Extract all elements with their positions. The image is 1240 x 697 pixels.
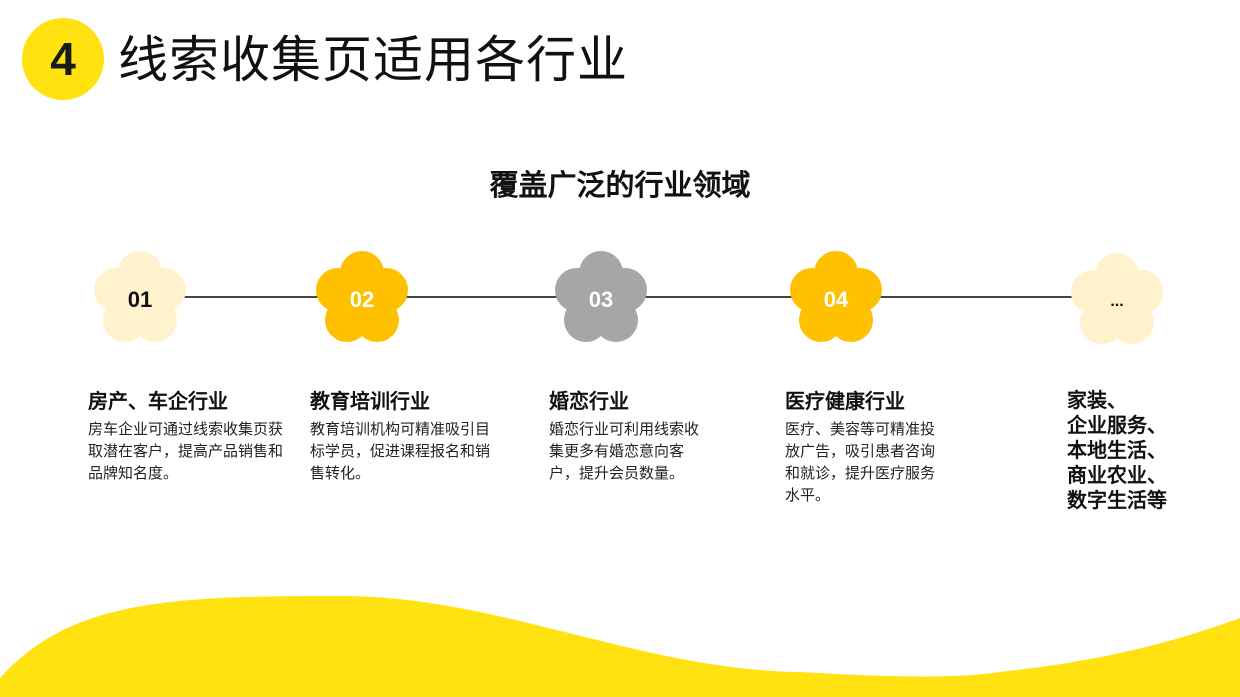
page-title: 线索收集页适用各行业	[118, 31, 628, 89]
more-industry-line: 数字生活等	[1067, 488, 1167, 512]
industry-item: 婚恋行业 婚恋行业可利用线索收集更多有婚恋意向客户，提升会员数量。	[549, 386, 699, 484]
industry-description: 医疗、美容等可精准投放广告，吸引患者咨询和就诊，提升医疗服务水平。	[785, 420, 936, 504]
industry-item: 医疗健康行业 医疗、美容等可精准投放广告，吸引患者咨询和就诊，提升医疗服务水平。	[785, 386, 945, 506]
flower-icon	[316, 251, 408, 342]
industry-item: 房产、车企行业 房车企业可通过线索收集页获取潜在客户，提高产品销售和品牌知名度。	[88, 386, 283, 484]
section-number: 4	[50, 33, 76, 85]
node-label: 01	[127, 287, 153, 312]
section-subtitle: 覆盖广泛的行业领域	[489, 168, 751, 202]
section-number-badge: 4	[22, 18, 104, 100]
flower-node-01: 01	[90, 248, 190, 348]
flower-node-02: 02	[312, 248, 412, 348]
more-industry-line: 商业农业、	[1067, 463, 1167, 487]
flower-icon	[555, 251, 647, 342]
flower-icon	[1071, 253, 1163, 344]
flower-node-more: ...	[1067, 250, 1167, 350]
flower-node-03: 03	[551, 248, 651, 348]
flower-icon	[94, 251, 186, 342]
industry-heading: 教育培训行业	[310, 389, 430, 413]
industry-heading: 房产、车企行业	[88, 389, 228, 413]
flower-icon	[790, 251, 882, 342]
node-label: 03	[588, 287, 614, 312]
more-industry-line: 企业服务、	[1067, 413, 1167, 437]
more-industries-list: 家装、 企业服务、 本地生活、 商业农业、 数字生活等	[1067, 388, 1167, 513]
decorative-wave	[0, 596, 1240, 697]
industry-heading: 婚恋行业	[549, 389, 629, 413]
industry-item: 教育培训行业 教育培训机构可精准吸引目标学员，促进课程报名和销售转化。	[310, 386, 490, 484]
node-label: 04	[823, 287, 849, 312]
more-industry-line: 家装、	[1067, 388, 1127, 412]
flower-node-04: 04	[786, 248, 886, 348]
industry-description: 房车企业可通过线索收集页获取潜在客户，提高产品销售和品牌知名度。	[88, 420, 284, 482]
more-industry-line: 本地生活、	[1067, 438, 1167, 462]
node-label: 02	[349, 287, 375, 312]
industry-description: 教育培训机构可精准吸引目标学员，促进课程报名和销售转化。	[310, 420, 491, 482]
node-label: ...	[1110, 293, 1124, 310]
industry-description: 婚恋行业可利用线索收集更多有婚恋意向客户，提升会员数量。	[549, 420, 700, 482]
industry-heading: 医疗健康行业	[785, 389, 905, 413]
